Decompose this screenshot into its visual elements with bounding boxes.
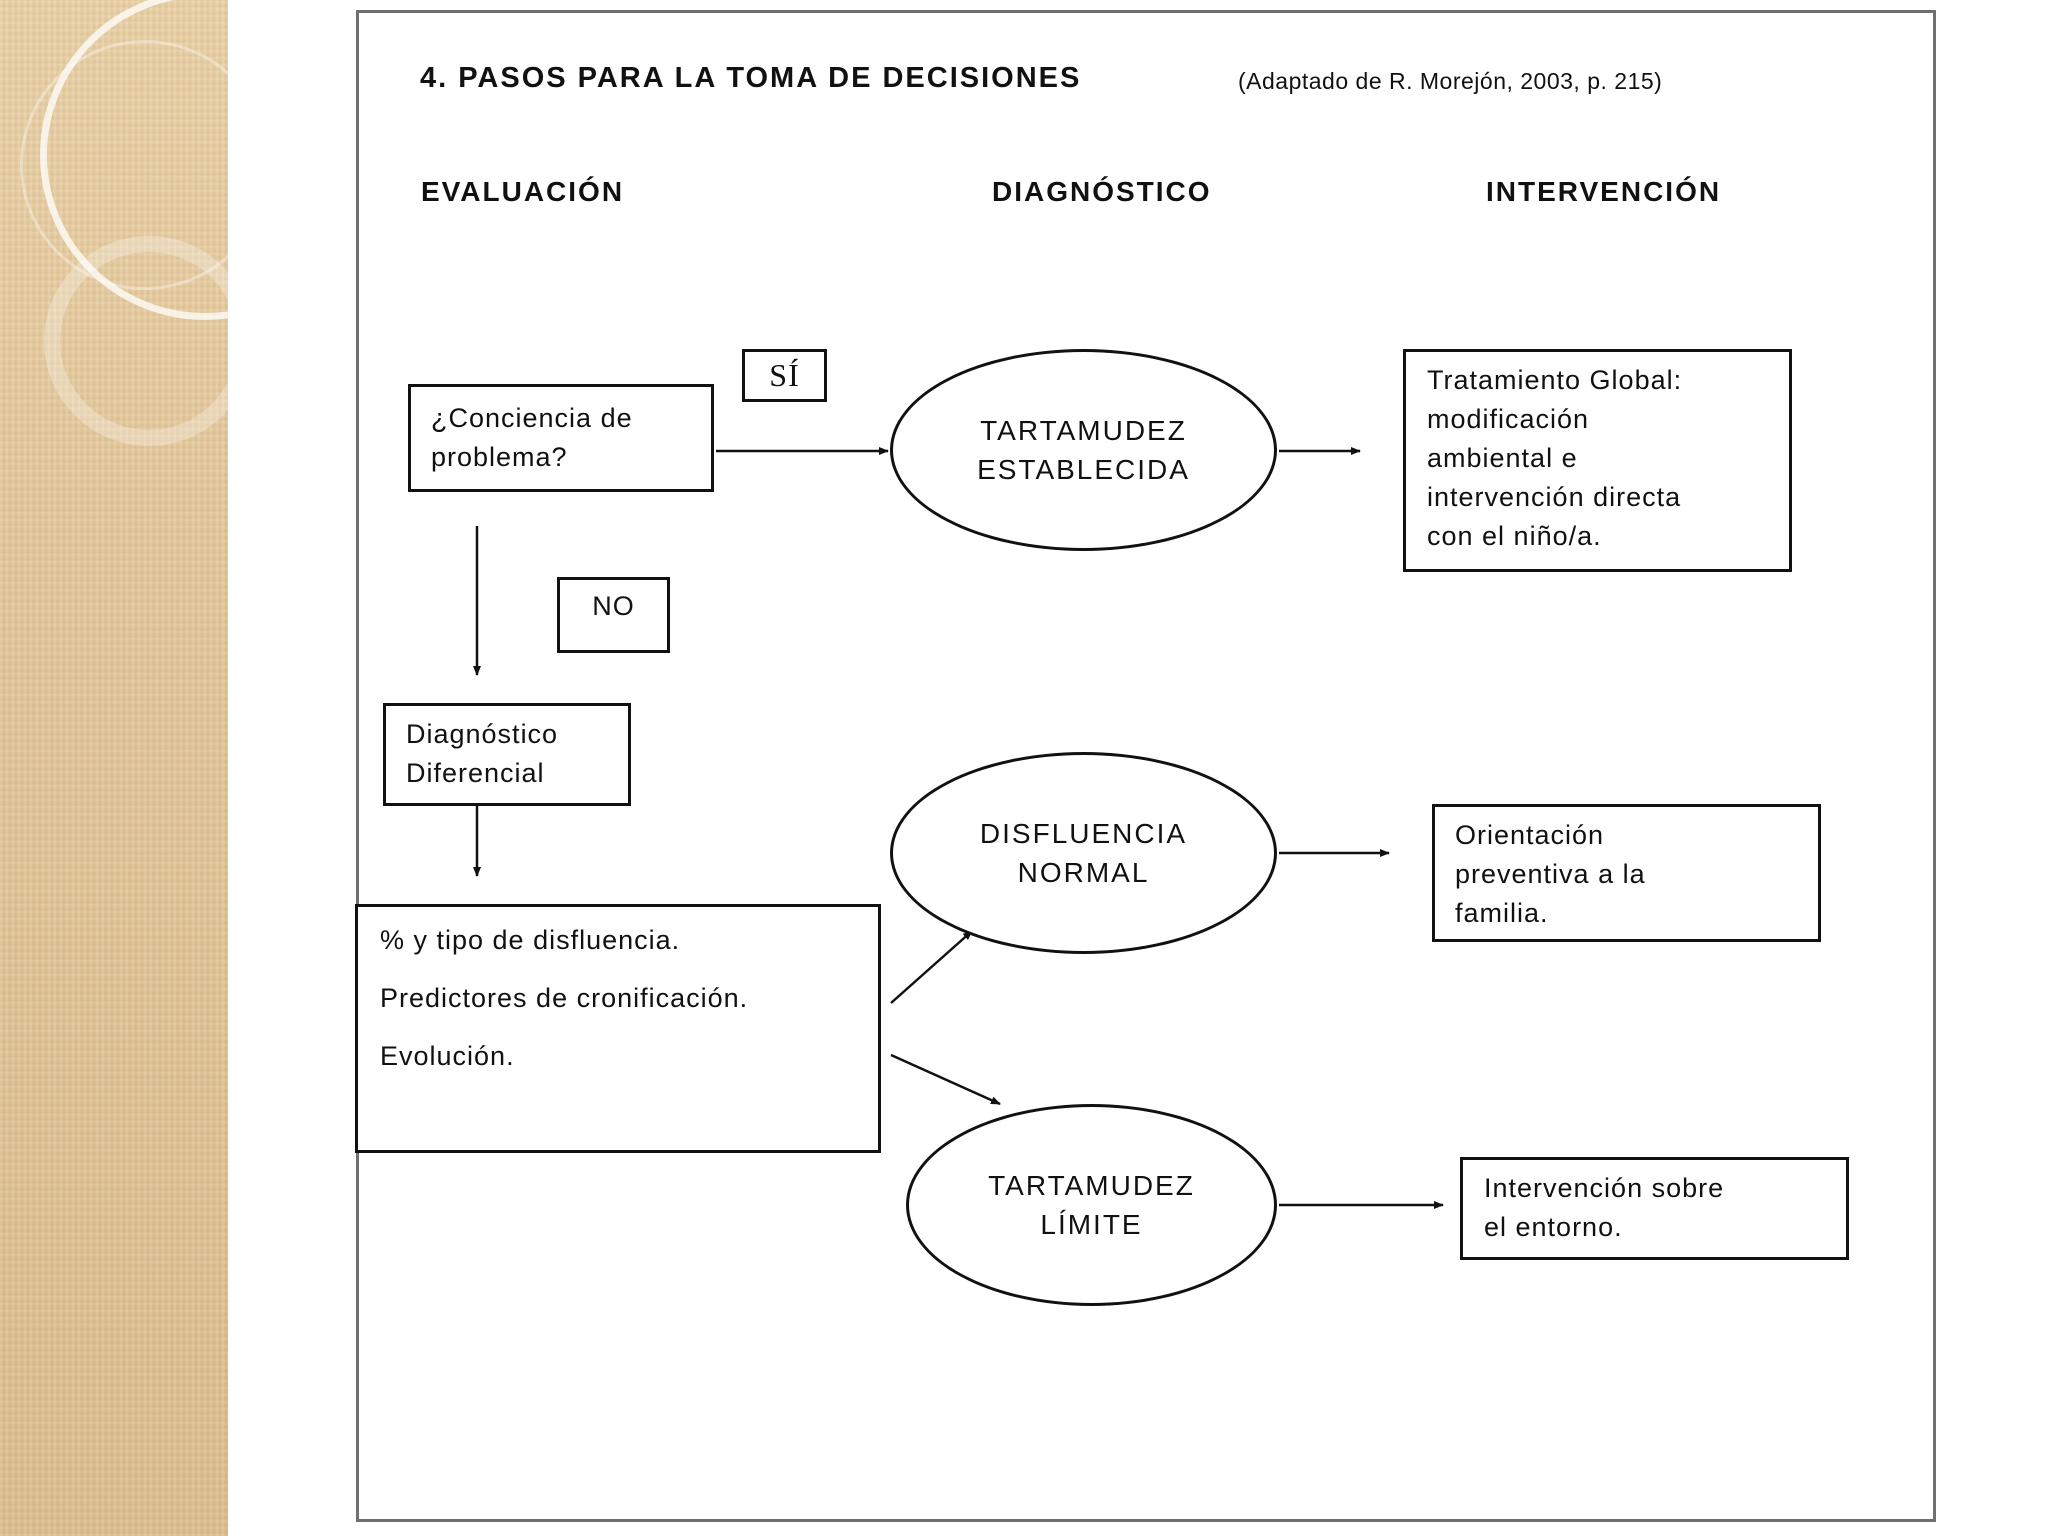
decorative-side-strip	[0, 0, 228, 1536]
node-text-line: Predictores de cronificación.	[380, 983, 749, 1013]
node-text-line: Diferencial	[406, 758, 545, 788]
decision-box-conciencia: ¿Conciencia de problema?	[408, 384, 714, 492]
node-text-line: DISFLUENCIA	[979, 818, 1188, 849]
column-header-intervencion: INTERVENCIÓN	[1486, 176, 1722, 207]
node-text-line: NORMAL	[1017, 857, 1150, 888]
diagnosis-ellipse-tartamudez-establecida: TARTAMUDEZ ESTABLECIDA	[890, 349, 1277, 551]
diagnosis-ellipse-disfluencia-normal: DISFLUENCIA NORMAL	[890, 752, 1277, 954]
diagnosis-ellipse-tartamudez-limite: TARTAMUDEZ LÍMITE	[906, 1104, 1277, 1306]
node-text-line: % y tipo de disfluencia.	[380, 925, 681, 955]
column-header-diagnostico: DIAGNÓSTICO	[992, 176, 1212, 207]
intervention-box-tratamiento-global: Tratamiento Global: modificación ambient…	[1403, 349, 1792, 572]
node-text-line: Intervención sobre	[1484, 1173, 1725, 1203]
node-text-line: TARTAMUDEZ	[980, 415, 1187, 446]
diagram-title: 4. PASOS PARA LA TOMA DE DECISIONES	[420, 62, 1082, 94]
node-text-line: modificación	[1427, 404, 1590, 434]
process-box-diagnostico-diferencial: Diagnóstico Diferencial	[383, 703, 631, 806]
node-text-line: preventiva a la	[1455, 859, 1646, 889]
node-text-line: TARTAMUDEZ	[988, 1170, 1195, 1201]
decorative-ring	[20, 40, 228, 290]
branch-label-si: SÍ	[742, 349, 827, 402]
source-citation: (Adaptado de R. Morejón, 2003, p. 215)	[1238, 68, 1663, 94]
node-text-line: Evolución.	[380, 1041, 515, 1071]
node-text-line: el entorno.	[1484, 1212, 1623, 1242]
branch-label-no: NO	[557, 577, 670, 653]
node-text-line: ambiental e	[1427, 443, 1578, 473]
node-text-line: LÍMITE	[1040, 1209, 1143, 1240]
node-text-line: familia.	[1455, 898, 1549, 928]
node-text-line: con el niño/a.	[1427, 521, 1602, 551]
node-text-line: intervención directa	[1427, 482, 1682, 512]
node-text-line: problema?	[431, 442, 568, 472]
intervention-box-orientacion: Orientación preventiva a la familia.	[1432, 804, 1821, 942]
node-text-line: Tratamiento Global:	[1427, 365, 1683, 395]
intervention-box-entorno: Intervención sobre el entorno.	[1460, 1157, 1849, 1260]
process-box-criterios: % y tipo de disfluencia. Predictores de …	[355, 904, 881, 1153]
node-text-line: Orientación	[1455, 820, 1605, 850]
column-header-evaluacion: EVALUACIÓN	[421, 176, 625, 207]
node-text-line: ¿Conciencia de	[431, 403, 633, 433]
node-text-line: ESTABLECIDA	[977, 454, 1190, 485]
node-text-line: Diagnóstico	[406, 719, 559, 749]
